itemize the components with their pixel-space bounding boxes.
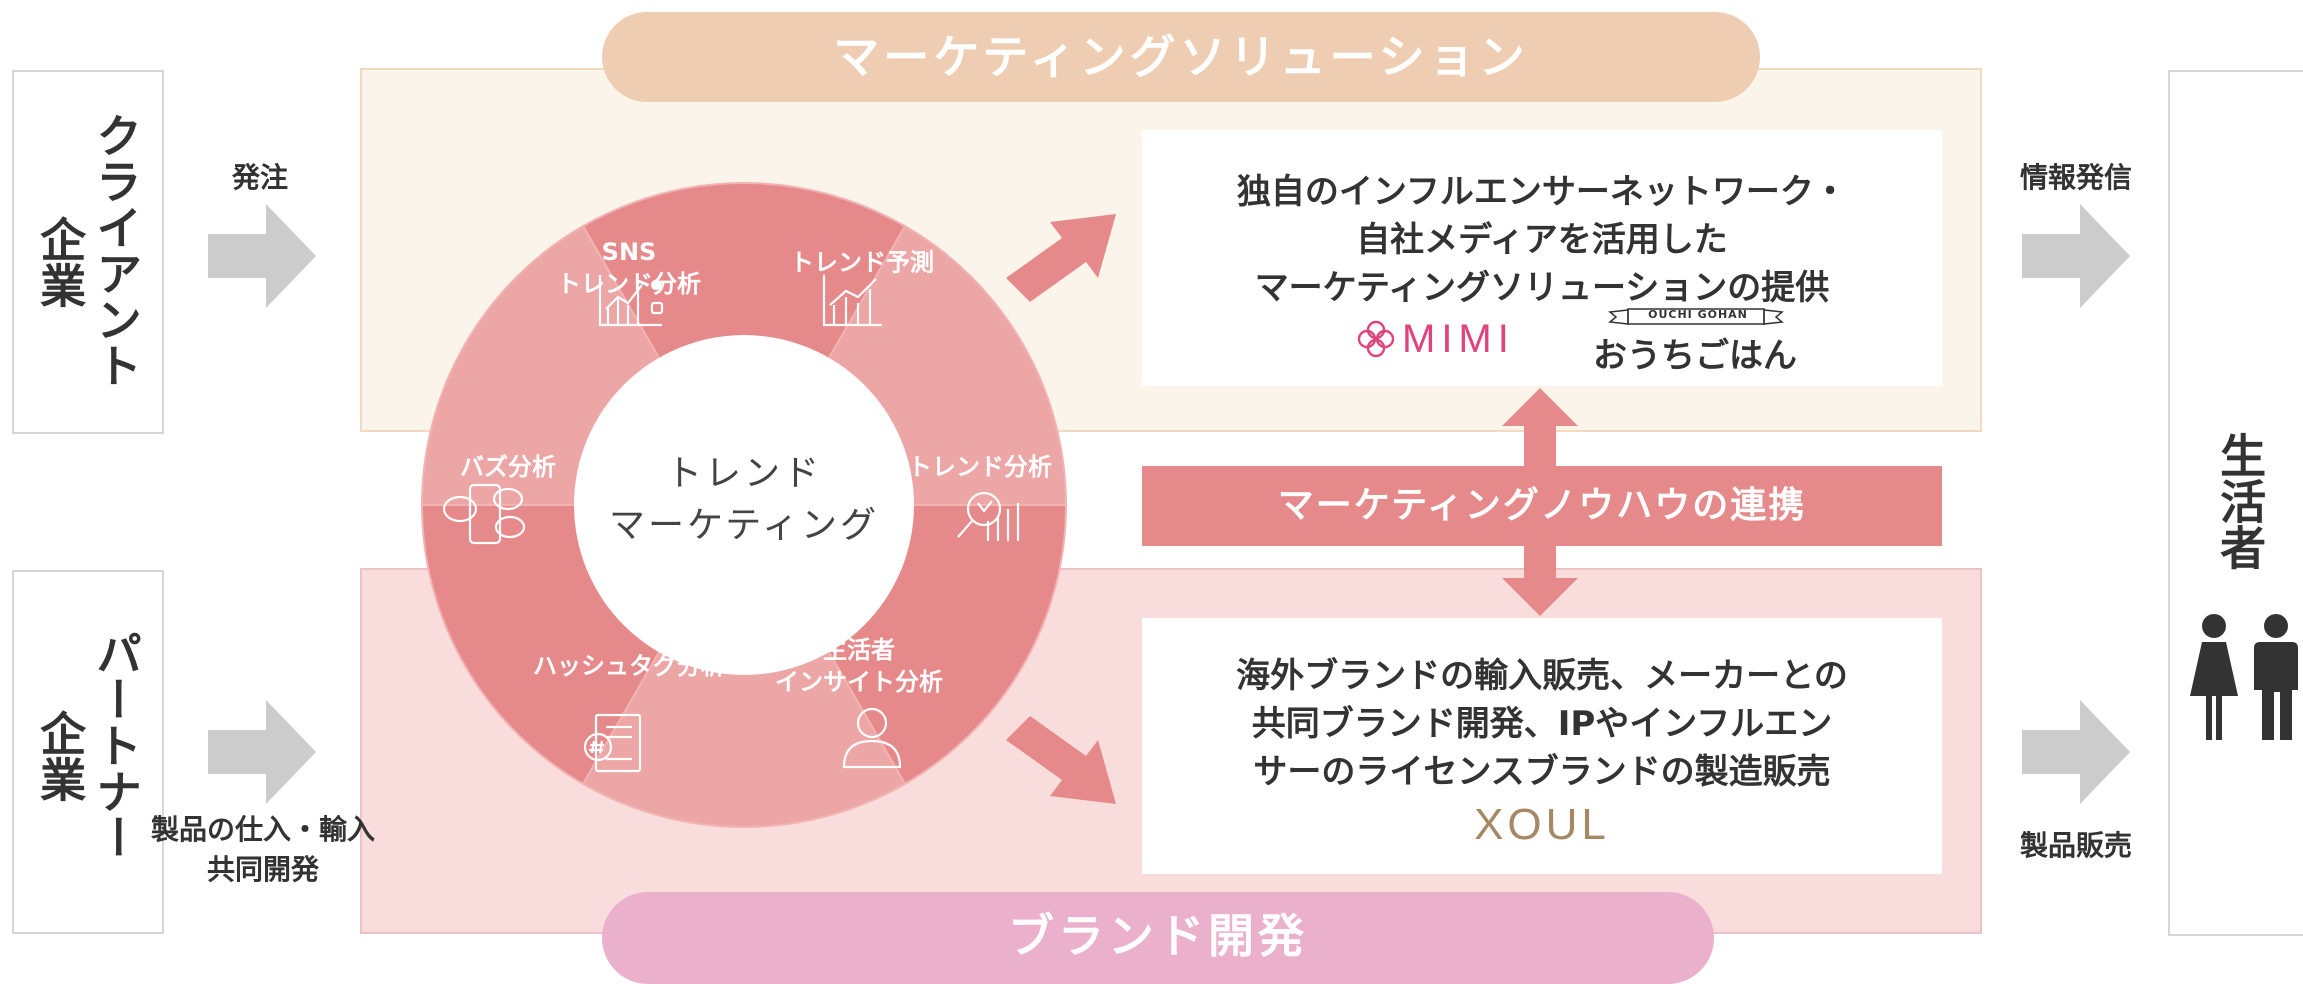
brand-card-line3: サーのライセンスブランドの製造販売 — [1253, 752, 1831, 792]
chart-social-icon — [598, 275, 664, 327]
donut-segment-label: トレンド分析 — [557, 270, 701, 298]
donut-center-line1: トレンド — [666, 453, 822, 494]
client-label-line1: クライアント — [89, 112, 144, 388]
people-icon — [2190, 614, 2298, 740]
import-label-line1: 製品の仕入・輸入 — [150, 813, 375, 846]
mimi-flower-icon — [1357, 320, 1395, 358]
donut-center — [574, 335, 914, 675]
ouchi-gohan-text: おうちごはん — [1593, 336, 1797, 376]
marketing-card-line2: 自社メディアを活用した — [1356, 220, 1728, 260]
knowhow-bar-label: マーケティングノウハウの連携 — [1277, 485, 1807, 526]
partner-label-line2: 企業 — [33, 710, 88, 802]
import-label-line2: 共同開発 — [206, 853, 319, 886]
import-arrow-icon — [208, 700, 316, 804]
hashtag-document-icon — [583, 713, 642, 773]
ouchi-ribbon-icon — [1608, 308, 1784, 325]
info-arrow-icon — [2022, 204, 2130, 308]
ouchi-gohan-logo: OUCHI GOHAN おうちごはん — [1590, 306, 1800, 376]
import-label: 製品の仕入・輸入 共同開発 — [128, 810, 398, 890]
donut-segment-label: バズ分析 — [460, 453, 556, 481]
sales-label: 製品販売 — [2019, 829, 2132, 862]
client-company-box: クライアント 企業 — [12, 70, 164, 434]
person-icon — [842, 707, 902, 769]
partner-label-line1: パートナー — [89, 630, 144, 860]
phone-bubbles-icon — [442, 483, 526, 545]
xoul-logo: XOUL — [1442, 800, 1642, 850]
consumer-label-text: 生活者 — [2213, 432, 2268, 570]
marketing-card-line3: マーケティングソリューションの提供 — [1254, 268, 1830, 308]
brand-card-line2: 共同ブランド開発、IPやインフルエン — [1251, 704, 1833, 744]
marketing-solution-pill-label: マーケティングソリューション — [833, 30, 1529, 84]
marketing-solution-pill: マーケティングソリューション — [602, 12, 1760, 102]
magnify-chart-icon — [957, 491, 1020, 541]
sales-arrow-icon — [2022, 700, 2130, 804]
donut-to-marketing-arrow-icon — [1006, 214, 1116, 302]
donut-segment-label: SNS — [602, 238, 657, 266]
brand-development-pill-label: ブランド開発 — [1008, 909, 1308, 963]
client-label-line2: 企業 — [33, 216, 88, 308]
mimi-logo-text: MIMI — [1402, 316, 1515, 361]
donut-segment-label: トレンド分析 — [908, 453, 1052, 481]
brand-development-pill: ブランド開発 — [602, 892, 1714, 984]
client-label: クライアント — [89, 112, 144, 388]
mimi-logo: MIMI — [1356, 314, 1515, 364]
donut-segment-label: 生活者 — [823, 636, 895, 664]
trend-marketing-donut: トレンド マーケティング SNS トレンド分析 トレンド予測トレンド分析生活者インサ… — [420, 182, 1068, 828]
consumer-label: 生活者 — [2213, 432, 2268, 570]
client-label-2: 企業 — [33, 216, 88, 308]
knowhow-bar: マーケティングノウハウの連携 — [1142, 466, 1942, 546]
chart-forecast-icon — [822, 275, 882, 327]
brand-card-line1: 海外ブランドの輸入販売、メーカーとの — [1236, 656, 1848, 696]
donut-segment-label: ハッシュタグ分析 — [533, 652, 725, 680]
marketing-card-line1: 独自のインフルエンサーネットワーク・ — [1236, 172, 1848, 212]
marketing-card: 独自のインフルエンサーネットワーク・ 自社メディアを活用した マーケティングソリ… — [1142, 130, 1942, 386]
donut-segment-label: インサイト分析 — [775, 668, 943, 696]
order-label: 発注 — [231, 161, 288, 194]
donut-segment-label: トレンド予測 — [790, 249, 934, 277]
ouchi-gohan-small-text: OUCHI GOHAN — [1648, 308, 1748, 321]
xoul-logo-text: XOUL — [1474, 800, 1610, 849]
consumer-box: 生活者 — [2168, 70, 2303, 936]
brand-card: 海外ブランドの輸入販売、メーカーとの 共同ブランド開発、IPやインフルエン サー… — [1142, 618, 1942, 874]
partner-company-box: パートナー 企業 — [12, 570, 164, 934]
partner-label-2: 企業 — [33, 710, 88, 802]
donut-to-brand-arrow-icon — [1006, 716, 1116, 804]
info-label: 情報発信 — [2019, 161, 2132, 194]
donut-center-line2: マーケティング — [609, 505, 879, 546]
order-arrow-icon — [208, 204, 316, 308]
partner-label: パートナー — [89, 630, 144, 860]
